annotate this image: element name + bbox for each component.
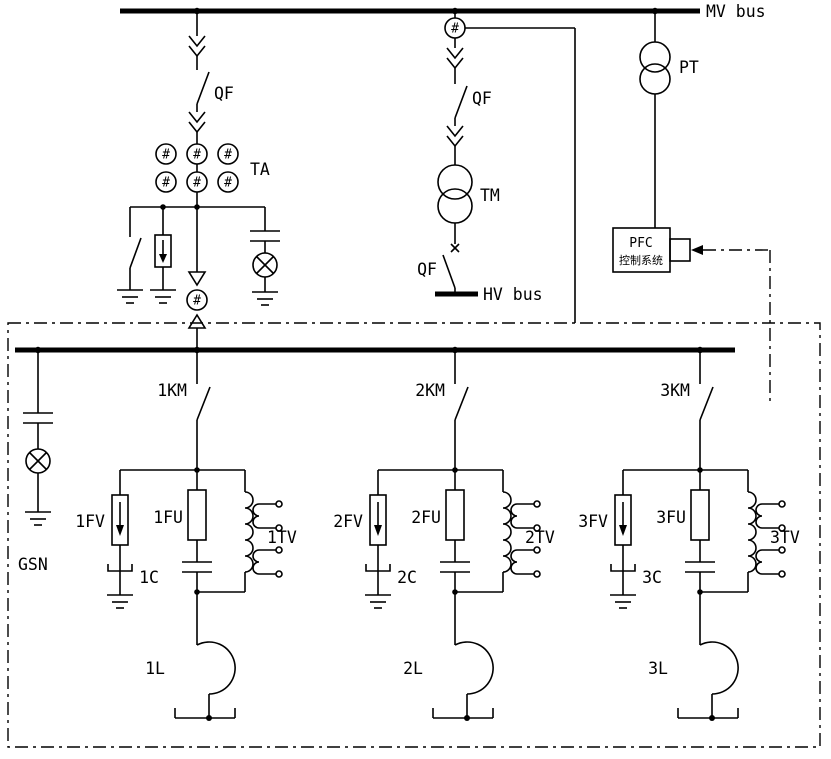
unit-1-l-label: 1L [145, 659, 165, 678]
mv-bus-label: MV bus [706, 2, 766, 21]
unit-1-km-label: 1KM [157, 381, 187, 400]
tm-qf-lower-label: QF [417, 260, 437, 279]
lv-bus [15, 346, 735, 354]
unit-3-km-label: 3KM [660, 381, 690, 400]
signal-arrow-icon [691, 245, 703, 255]
unit-3-tv-label: 3TV [770, 528, 800, 547]
pfc-subtitle: 控制系统 [619, 253, 663, 267]
unit-1-fu-label: 1FU [153, 508, 183, 527]
gsn-discharge-branch: GSN [18, 350, 54, 574]
pt-bay: PT [639, 11, 699, 228]
unit-3-fv-label: 3FV [578, 512, 608, 531]
protection-metering-branch [116, 204, 281, 350]
main-transformer-tm-icon: TM [437, 164, 500, 224]
incomer-qf-label: QF [214, 84, 234, 103]
unit-2-fv-label: 2FV [333, 512, 363, 531]
pt-label: PT [679, 58, 699, 77]
surge-arrester-icon [149, 207, 177, 304]
voltage-transformer-pt-icon [639, 41, 671, 95]
unit-3-fu-label: 3FU [656, 508, 686, 527]
pfc-title: PFC [629, 236, 652, 251]
unit-3-c-label: 3C [642, 568, 662, 587]
unit-1-labels: 1KM 1FV 1FU 1TV 1C 1L [75, 381, 297, 678]
breaker-qf-icon [196, 71, 210, 105]
unit-2-labels: 2KM 2FV 2FU 2TV 2C 2L [333, 381, 555, 678]
unit-1-fv-label: 1FV [75, 512, 105, 531]
pfc-output-port [669, 238, 691, 262]
unit-2-km-label: 2KM [415, 381, 445, 400]
unit-1-tv-label: 1TV [267, 528, 297, 547]
plug-connector-meter [186, 207, 208, 350]
ta-label: TA [250, 160, 270, 179]
transformer-bay: QF TM QF HV bus [417, 11, 576, 323]
unit-2-c-label: 2C [397, 568, 417, 587]
hv-bus-label: HV bus [483, 285, 543, 304]
breaker-qf-icon [454, 85, 468, 119]
unit-2-tv-label: 2TV [525, 528, 555, 547]
capacitor-unit-3 [610, 347, 785, 721]
unit-2-l-label: 2L [403, 659, 423, 678]
unit-3-labels: 3KM 3FV 3FU 3TV 3C 3L [578, 381, 800, 678]
earthing-switch-icon [116, 207, 144, 304]
unit-3-l-label: 3L [648, 659, 668, 678]
current-transformers-ta: TA [155, 143, 270, 193]
pfc-controller: PFC 控制系统 [612, 227, 703, 273]
enclosure-border [7, 322, 821, 748]
hv-bus: HV bus [435, 285, 543, 304]
unit-1-c-label: 1C [139, 568, 159, 587]
mv-bus: MV bus [120, 2, 766, 21]
capacitor-unit-2 [365, 347, 540, 721]
capacitor-unit-1 [107, 347, 282, 721]
tm-label: TM [480, 186, 500, 205]
control-signal-line [703, 249, 771, 402]
gsn-label: GSN [18, 555, 48, 574]
unit-2-fu-label: 2FU [411, 508, 441, 527]
divider-capacitor-lamp [249, 207, 281, 306]
tm-qf-upper-label: QF [472, 89, 492, 108]
breaker-qf-lower-icon [442, 243, 460, 292]
incomer-bay: QF TA [116, 11, 281, 350]
